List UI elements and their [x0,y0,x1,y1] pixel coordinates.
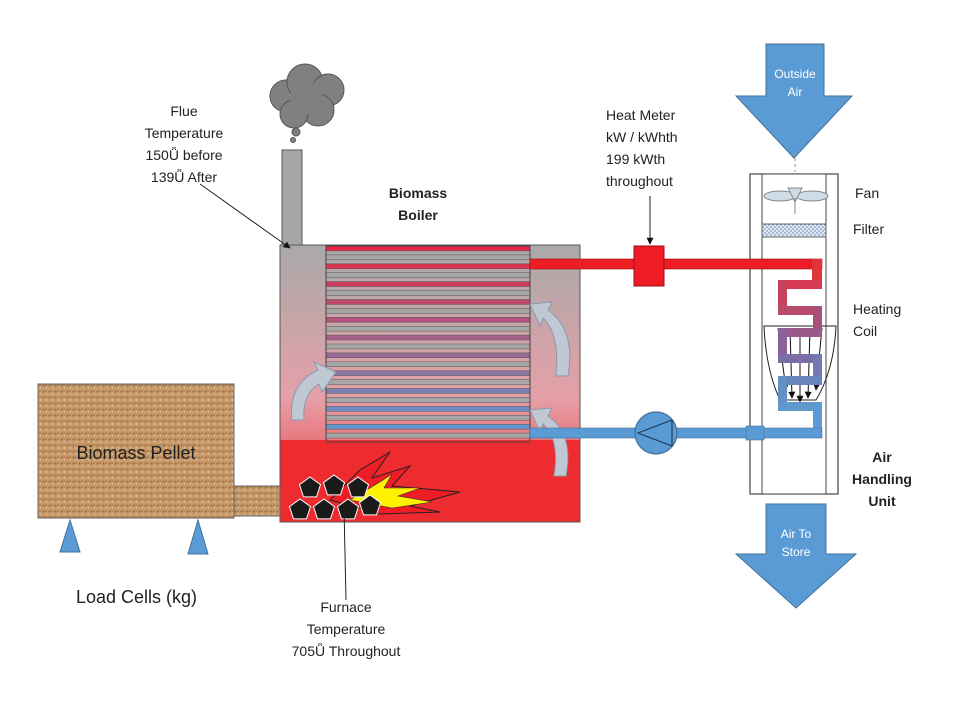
boiler-tube [325,334,531,341]
heat-meter-label: Heat Meter kW / kWhth 199 kWth throughou… [606,107,678,189]
tube-bank-frame [325,245,531,443]
boiler-tube [325,308,531,314]
heating-coil-label: Heating Coil [853,301,901,339]
boiler-tube [325,343,531,350]
ahu-label: Air Handling Unit [852,449,912,509]
boiler-line-2: Boiler [398,207,438,223]
fuel-pellet [336,498,360,520]
boiler-tube [325,254,531,261]
pellet-feed-auger [233,485,281,517]
furnace-line-1: Furnace [320,599,372,615]
furnace-line-3: 705Ǚ Throughout [292,642,401,659]
heat-meter-line-4: throughout [606,173,673,189]
heat-meter-icon [633,245,665,287]
coil-cone [763,325,837,401]
fuel-pellet [346,476,370,498]
filter-label: Filter [853,221,884,237]
pump-icon [634,411,678,455]
smoke-cloud-icon [269,63,345,143]
boiler-tube [325,361,531,367]
load-cell-left [59,518,81,553]
boiler-tube [325,299,531,305]
load-cell-right [187,518,209,555]
boiler-tube [325,290,531,296]
fuel-pellet [358,494,382,516]
outside-air-arrow: Outside Air [734,43,854,159]
boiler-tube [325,388,531,394]
heat-meter-line-2: kW / kWhth [606,129,678,145]
chimney-stack [281,149,303,246]
boiler-tube [325,370,531,376]
flow-arrow-right-top [529,301,571,377]
boiler-tube [325,432,531,439]
fan-icon [763,187,829,214]
air-to-store-label-2: Store [782,545,811,559]
flow-arrow-left [291,360,337,421]
ahu-line-1: Air [872,449,892,465]
furnace-leader-line [343,507,347,601]
ahu-line-2: Handling [852,471,912,487]
tube-bank [325,245,531,443]
heating-coil-line-1: Heating [853,301,901,317]
flow-arrow-right-bottom [529,407,569,477]
air-handling-unit [749,173,839,495]
flue-line-2: Temperature [145,125,224,141]
fuel-pellets [288,474,382,520]
boiler-tube [325,415,531,421]
heating-coil-line-2: Coil [853,323,877,339]
boiler-tube [325,379,531,385]
fuel-pellet [288,498,312,520]
boiler-line-1: Biomass [389,185,448,201]
boiler-label: Biomass Boiler [389,185,448,223]
heat-meter-line-1: Heat Meter [606,107,676,123]
pellet-bin [37,383,235,519]
furnace-temperature-label: Furnace Temperature 705Ǚ Throughout [292,599,401,659]
fuel-pellet [298,476,322,498]
boiler-tube [325,423,531,430]
boiler-tube [325,406,531,412]
outside-air-label-2: Air [788,85,803,99]
fan-label: Fan [855,185,879,201]
flue-temperature-label: Flue Temperature 150Ǚ before 139Ǚ After [145,103,224,185]
furnace-line-2: Temperature [307,621,386,637]
air-to-store-label-1: Air To [781,527,812,541]
fuel-pellet [312,498,336,520]
boiler-tube [325,397,531,403]
filter-element [761,223,827,238]
air-to-store-arrow: Air To Store [734,503,858,609]
hot-water-pipe [529,258,823,436]
flue-line-4: 139Ǚ After [151,168,217,185]
boiler-tube [325,325,531,332]
heat-meter-line-3: 199 kWth [606,151,665,167]
boiler-tube [325,352,531,359]
ahu-line-3: Unit [868,493,896,509]
boiler-tube [325,281,531,287]
biomass-boiler [279,244,581,523]
flue-line-3: 150Ǚ before [145,146,222,163]
pellet-label: Biomass Pellet [76,443,195,463]
fuel-pellet [322,474,346,496]
flue-leader-line [199,183,291,249]
load-cells-label: Load Cells (kg) [76,587,197,607]
outside-air-label-1: Outside [774,67,816,81]
boiler-tube [325,272,531,278]
boiler-tube [325,317,531,323]
boiler-tube [325,263,531,269]
boiler-tube [325,245,531,252]
flue-line-1: Flue [170,103,197,119]
